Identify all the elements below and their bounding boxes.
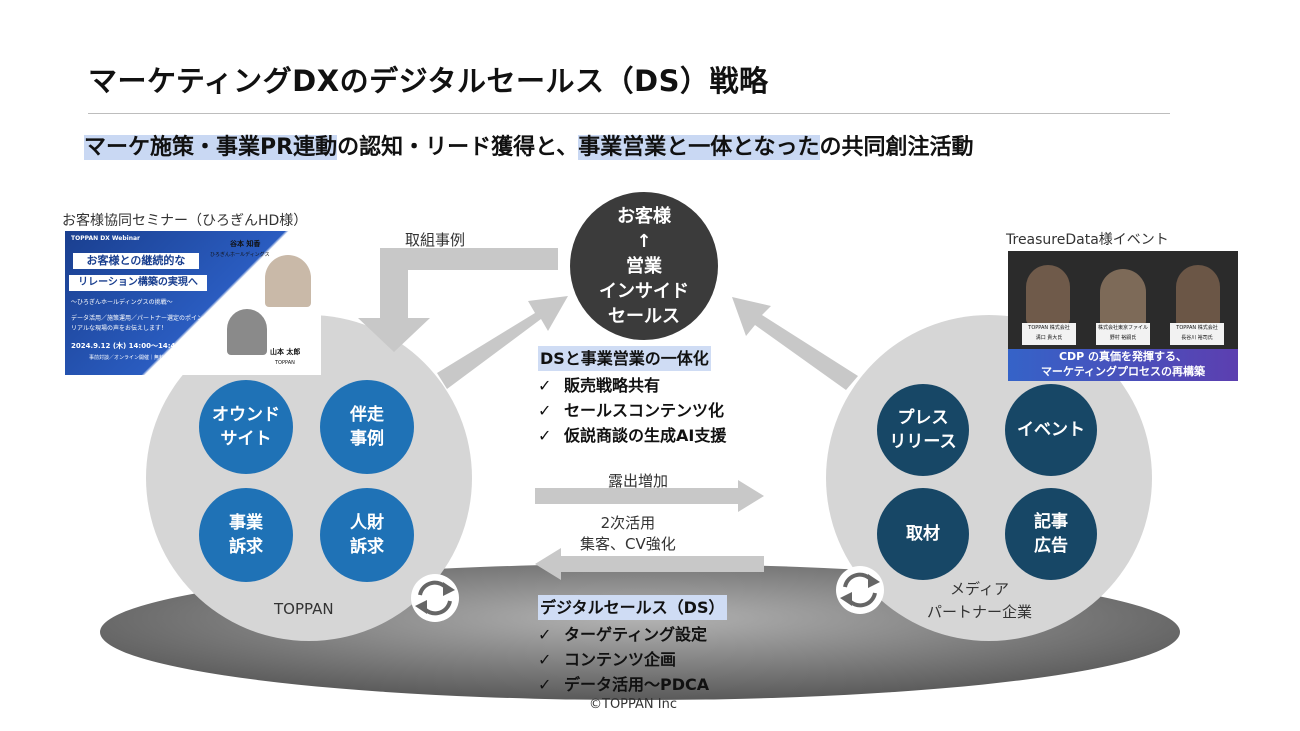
check-icon: ✓: [538, 650, 552, 669]
case-study-label: 取組事例: [405, 231, 466, 249]
subtitle-text-2: の共同創注活動: [819, 135, 974, 160]
speaker1-photo: [265, 255, 311, 307]
list-item: ✓コンテンツ企画: [538, 647, 727, 672]
check-icon: ✓: [538, 401, 552, 420]
subtitle-highlight-2: 事業営業と一体となった: [578, 135, 820, 160]
speaker2-photo: [227, 309, 267, 355]
seminar-desc1: データ活用／施策運用／パートナー選定のポイント: [71, 315, 210, 322]
seminar-date: 2024.9.12 (木) 14:00〜14:40 (終了予定): [71, 342, 218, 350]
subtitle-text-1: の認知・リード獲得と、: [337, 135, 579, 160]
speaker2-org: TOPPAN: [275, 360, 295, 366]
support-case-circle: 伴走 事例: [320, 380, 414, 474]
ds-unity-heading: DSと事業営業の一体化: [538, 346, 711, 371]
panelist-photo: [1176, 265, 1220, 327]
list-item: ✓データ活用〜PDCA: [538, 672, 727, 697]
speaker1-name: 谷本 知香: [230, 240, 261, 248]
event-circle: イベント: [1005, 384, 1097, 476]
exposure-arrow: [535, 480, 764, 512]
page-subtitle: マーケ施策・事業PR連動の認知・リード獲得と、事業営業と一体となったの共同創注活…: [84, 129, 974, 161]
seminar-caption: お客様協同セミナー（ひろぎんHD様）: [62, 213, 308, 229]
digital-sales-list: デジタルセールス（DS） ✓ターゲティング設定 ✓コンテンツ企画 ✓データ活用〜…: [538, 595, 727, 697]
seminar-thumbnail: TOPPAN DX Webinar お客様との継続的な リレーション構築の実現へ…: [65, 231, 321, 375]
list-item: ✓ターゲティング設定: [538, 622, 727, 647]
business-appeal-circle: 事業 訴求: [199, 488, 293, 582]
secondary-use-label: 2次活用 集客、CV強化: [580, 514, 676, 553]
treasure-caption: TreasureData様イベント: [1006, 232, 1169, 248]
page-title: マーケティングDXのデジタルセールス（DS）戦略: [88, 64, 769, 98]
customer-sales-node: お客様 ↑ 営業 インサイド セールス: [570, 192, 718, 340]
panelist-nameplate: TOPPAN 株式会社長谷川 裕司氏: [1170, 323, 1224, 345]
article-ad-circle: 記事 広告: [1005, 488, 1097, 580]
digital-sales-heading: デジタルセールス（DS）: [538, 595, 727, 620]
ds-unity-list: DSと事業営業の一体化 ✓販売戦略共有 ✓セールスコンテンツ化 ✓仮説商談の生成…: [538, 346, 726, 448]
treasure-event-photo: TOPPAN 株式会社溝口 貴大氏 株式会社東京ファイル野村 裕嗣氏 TOPPA…: [1008, 251, 1238, 381]
toppan-label: TOPPAN: [274, 600, 334, 618]
copyright: ©TOPPAN Inc: [589, 697, 677, 712]
treasure-banner: CDP の真価を発揮する、マーケティングプロセスの再構築: [1008, 349, 1238, 381]
panelist-nameplate: 株式会社東京ファイル野村 裕嗣氏: [1096, 323, 1150, 345]
owned-site-circle: オウンド サイト: [199, 380, 293, 474]
media-to-center-arrow: [732, 297, 858, 390]
check-icon: ✓: [538, 376, 552, 395]
case-study-arrow: [358, 248, 558, 352]
cycle-icon: [836, 566, 884, 614]
media-partner-label: メディア パートナー企業: [927, 580, 1033, 621]
seminar-brand: TOPPAN DX Webinar: [71, 235, 140, 242]
speaker1-org: ひろぎんホールディングス: [210, 252, 270, 258]
list-item: ✓セールスコンテンツ化: [538, 398, 726, 423]
title-divider: [88, 113, 1170, 114]
list-item: ✓販売戦略共有: [538, 373, 726, 398]
seminar-title-line2: リレーション構築の実現へ: [69, 275, 207, 291]
subtitle-highlight-1: マーケ施策・事業PR連動: [84, 135, 338, 160]
check-icon: ✓: [538, 625, 552, 644]
secondary-use-arrow: [535, 548, 764, 580]
panelist-nameplate: TOPPAN 株式会社溝口 貴大氏: [1022, 323, 1076, 345]
exposure-label: 露出増加: [608, 472, 669, 490]
seminar-title-line1: お客様との継続的な: [73, 253, 199, 269]
seminar-desc2: リアルな現場の声をお伝えします！: [71, 325, 167, 332]
list-item: ✓仮説商談の生成AI支援: [538, 423, 726, 448]
speaker2-name: 山本 太郎: [270, 348, 301, 356]
cycle-icon: [411, 574, 459, 622]
interview-circle: 取材: [877, 488, 969, 580]
panelist-photo: [1100, 269, 1146, 327]
talent-appeal-circle: 人財 訴求: [320, 488, 414, 582]
seminar-subtitle: 〜ひろぎんホールディングスの挑戦〜: [71, 299, 173, 306]
check-icon: ✓: [538, 675, 552, 694]
check-icon: ✓: [538, 426, 552, 445]
seminar-fee: 事前対談／オンライン開催｜無料: [89, 355, 165, 361]
press-release-circle: プレス リリース: [877, 384, 969, 476]
toppan-to-center-arrow: [437, 296, 568, 389]
panelist-photo: [1026, 265, 1070, 325]
